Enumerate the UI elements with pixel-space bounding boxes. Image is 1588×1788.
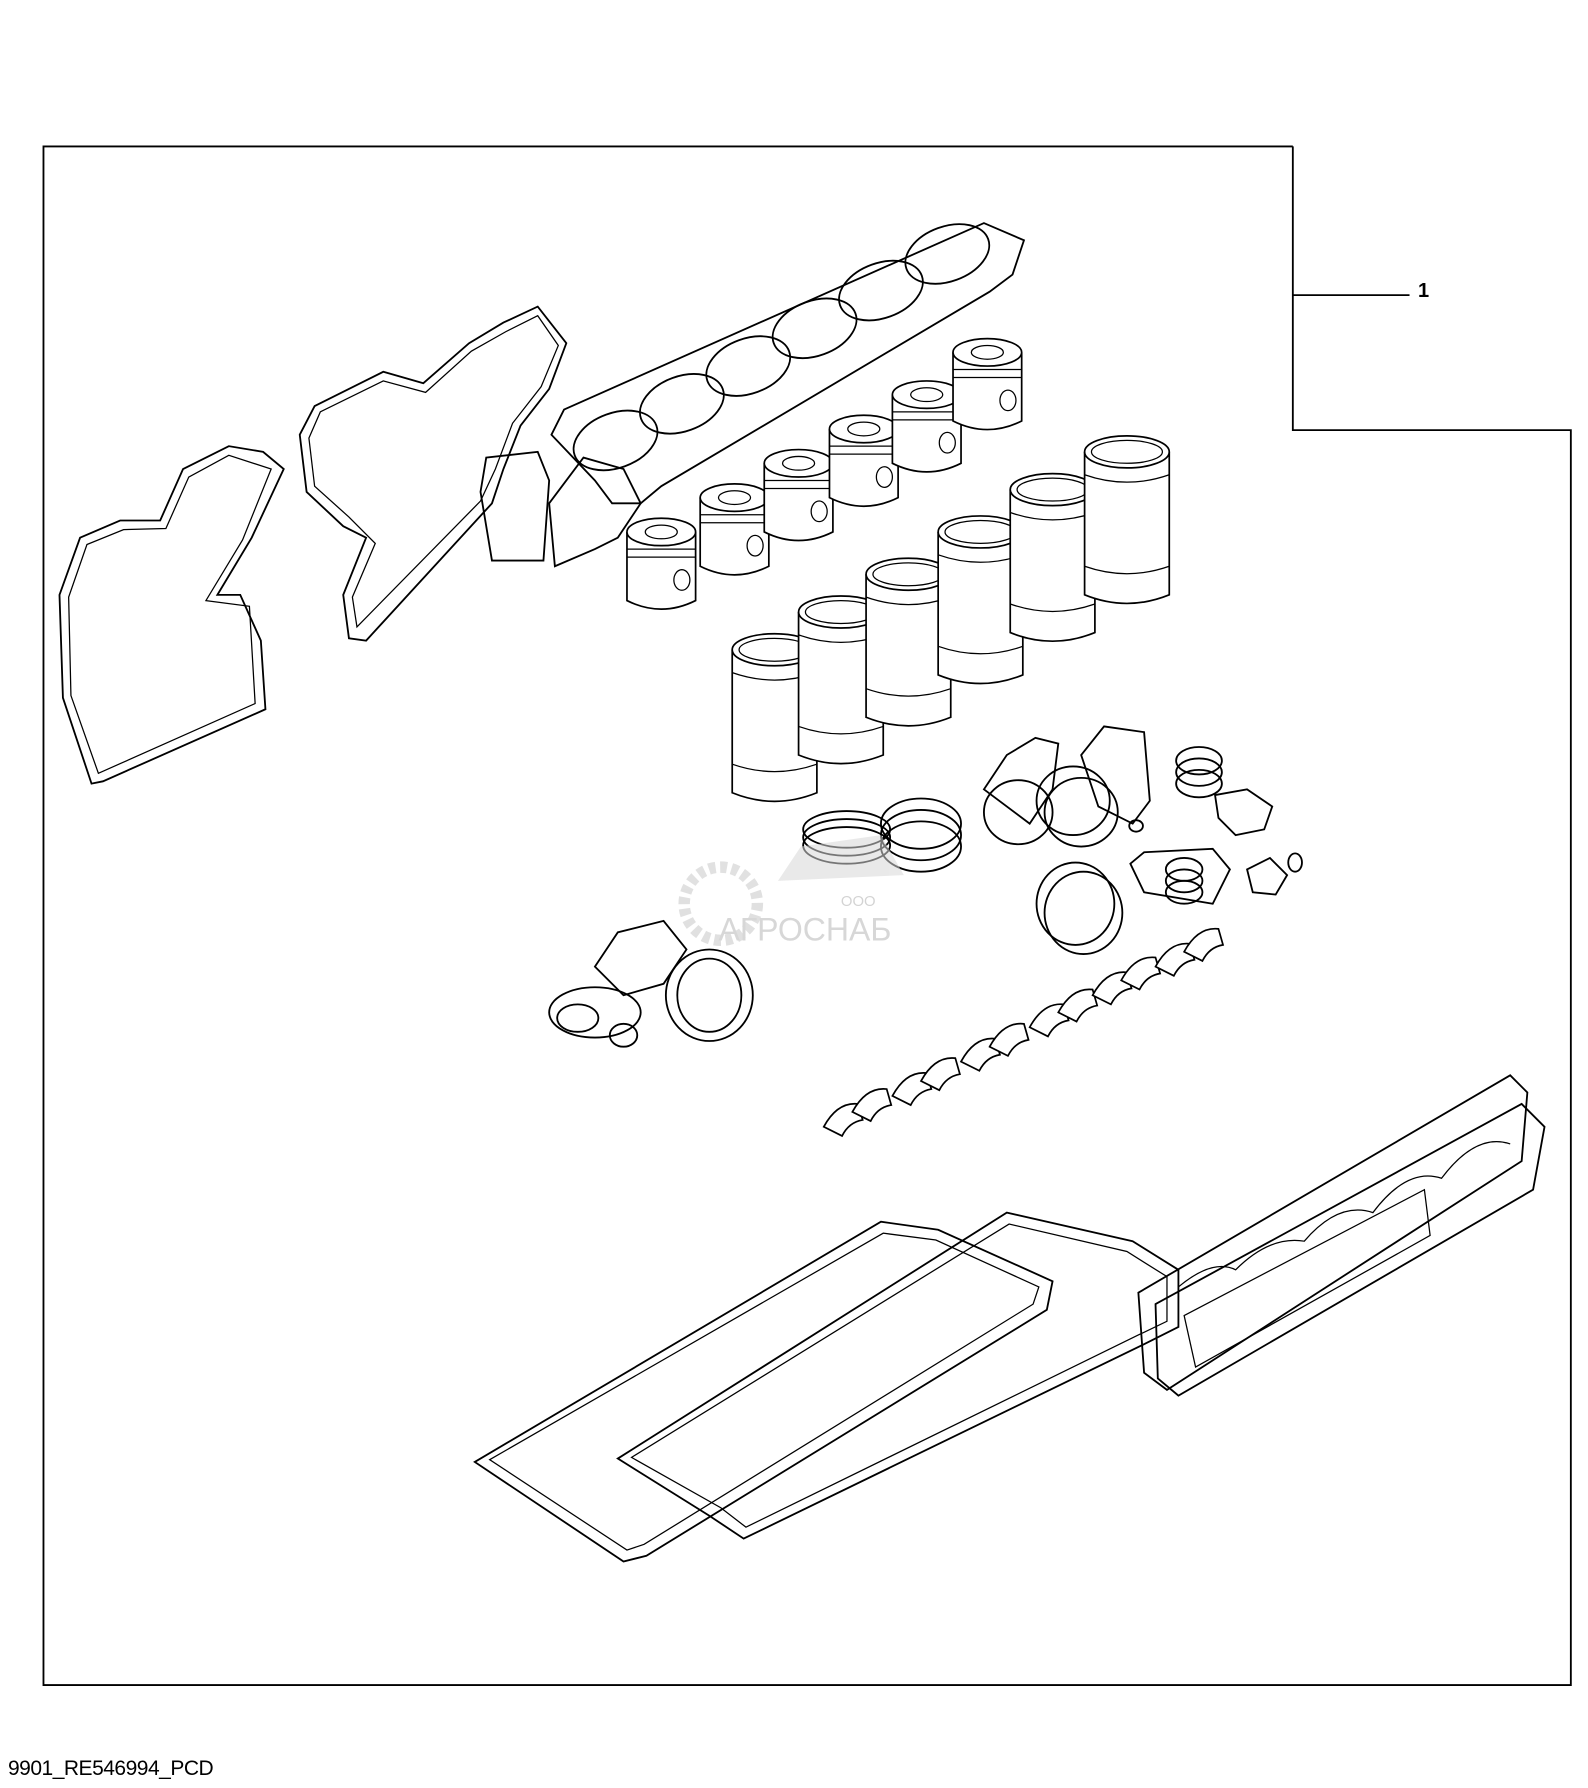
valve-cover-gaskets bbox=[1137, 1074, 1546, 1397]
pistons bbox=[626, 337, 1023, 610]
front-plate-gasket bbox=[298, 305, 568, 642]
figure-caption: 9901_RE546994_PCD bbox=[8, 1757, 214, 1780]
flange-gasket bbox=[1213, 788, 1274, 837]
water-pump-gasket bbox=[479, 450, 551, 562]
agrosnab-watermark-logo: ООО АГРОСНАБ bbox=[678, 835, 904, 947]
bracket-gasket bbox=[982, 736, 1060, 825]
flange-gasket-2 bbox=[1245, 856, 1289, 896]
watermark-prefix: ООО bbox=[841, 894, 876, 910]
callout-label-1: 1 bbox=[1418, 280, 1430, 302]
oil-cooler-gasket bbox=[1080, 725, 1151, 825]
oil-pan-gaskets bbox=[473, 1211, 1180, 1563]
seals-and-bearings bbox=[548, 919, 754, 1048]
timing-cover-gasket bbox=[58, 445, 285, 785]
exhaust-gasket bbox=[1129, 847, 1231, 905]
kit-frame bbox=[42, 145, 1572, 1686]
head-gasket bbox=[550, 222, 1026, 505]
cylinder-liners bbox=[731, 434, 1171, 803]
watermark-name: АГРОСНАБ bbox=[718, 911, 891, 947]
thermostat-gasket bbox=[548, 456, 642, 568]
main-bearings bbox=[822, 927, 1225, 1138]
